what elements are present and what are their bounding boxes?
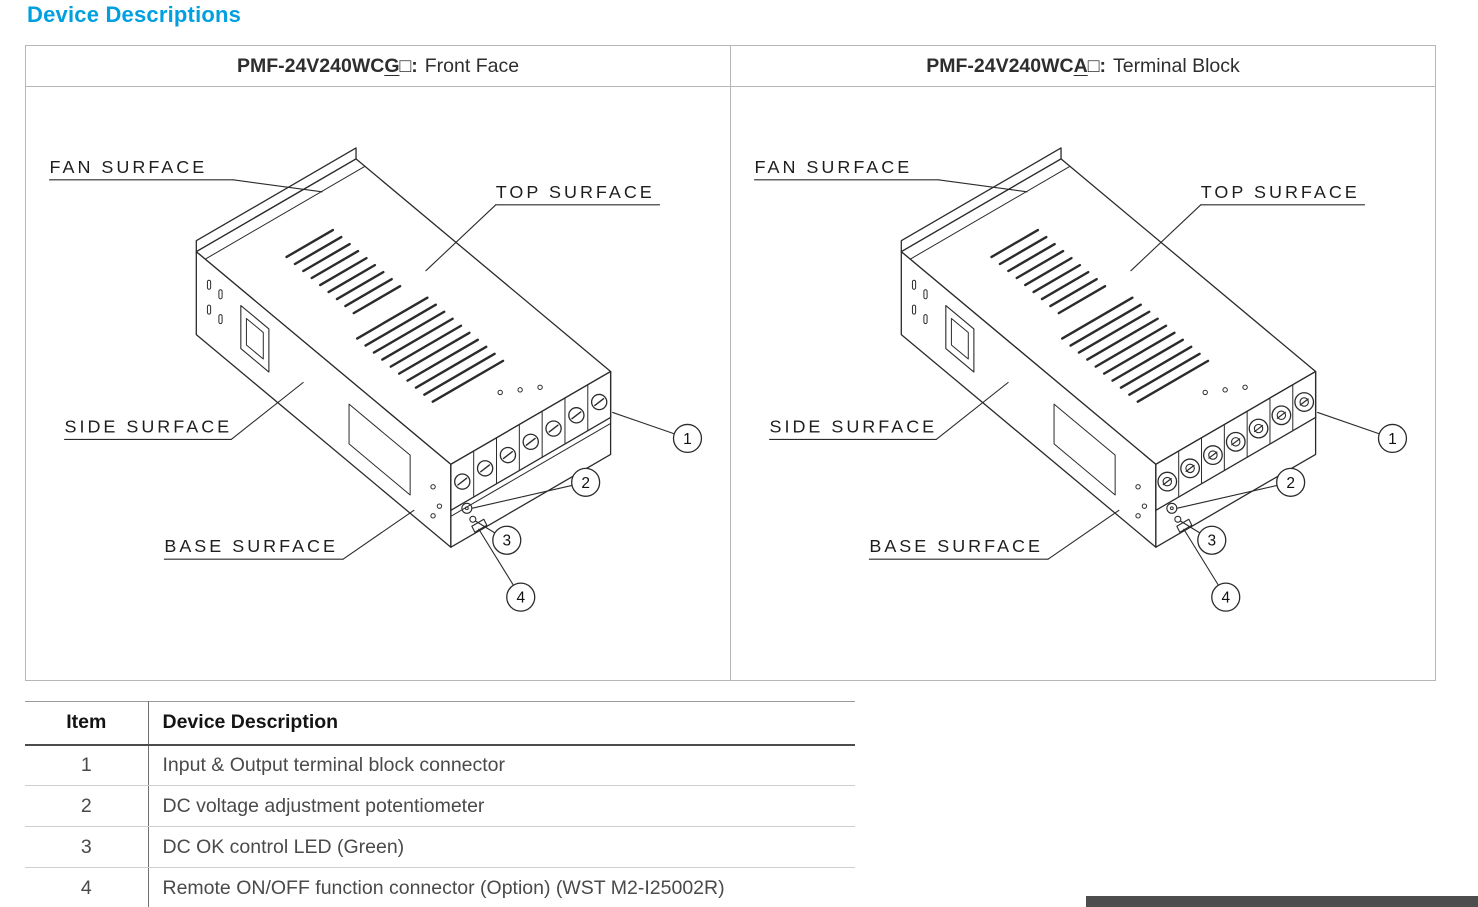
callout-3: 3	[1207, 533, 1216, 550]
table-header-row: Item Device Description	[25, 701, 855, 746]
item-description: DC voltage adjustment potentiometer	[148, 785, 855, 827]
callout-2: 2	[581, 475, 590, 492]
face-title-terminal-block: Terminal Block	[1112, 54, 1240, 77]
callout-1: 1	[1388, 431, 1397, 448]
model-variant-letter: A	[1073, 54, 1088, 77]
item-description: DC OK control LED (Green)	[148, 826, 855, 868]
table-row: 3 DC OK control LED (Green)	[25, 826, 855, 868]
item-number: 3	[25, 826, 149, 868]
isometric-drawing-front-face: 1 2 3 4 FAN SURFACE TOP SURFACE SIDE SURFACE BA…	[49, 147, 703, 612]
table-row: 2 DC voltage adjustment potentiometer	[25, 785, 855, 827]
panel-body-front-face: 1 2 3 4 FAN SURFACE TOP SURFACE SIDE SURFACE BA…	[26, 87, 730, 680]
item-description: Remote ON/OFF function connector (Option…	[148, 867, 855, 907]
callout-1: 1	[683, 431, 692, 448]
top-surface-label: TOP SURFACE	[1201, 182, 1360, 202]
device-figure: PMF-24V240WCG□: Front Face 1 2 3 4 FAN SURFA…	[25, 45, 1436, 681]
callout-4: 4	[1221, 590, 1230, 607]
item-number: 2	[25, 785, 149, 827]
model-variant-letter: G	[384, 54, 400, 77]
panel-body-terminal-block: 1 2 3 4 FAN SURFACE TOP SURFACE SIDE SURFACE BA…	[731, 87, 1435, 680]
column-header-item: Item	[25, 701, 149, 746]
isometric-drawing-terminal-block: 1 2 3 4 FAN SURFACE TOP SURFACE SIDE SURFACE BA…	[754, 147, 1408, 612]
base-surface-label: BASE SURFACE	[869, 536, 1043, 556]
base-surface-label: BASE SURFACE	[164, 536, 338, 556]
figure-panel-front-face: PMF-24V240WCG□: Front Face 1 2 3 4 FAN SURFA…	[26, 46, 730, 680]
callout-3: 3	[502, 533, 511, 550]
top-surface-label: TOP SURFACE	[496, 182, 655, 202]
panel-header-front-face: PMF-24V240WCG□: Front Face	[26, 46, 730, 87]
figure-panel-terminal-block: PMF-24V240WCA□: Terminal Block 1 2 3 4 FAN S…	[730, 46, 1435, 680]
device-description-table: Item Device Description 1 Input & Output…	[25, 701, 855, 907]
face-title-front-face: Front Face	[424, 54, 520, 77]
footer-bar	[1086, 896, 1478, 907]
callout-2: 2	[1286, 475, 1295, 492]
side-surface-label: SIDE SURFACE	[770, 416, 938, 436]
side-surface-label: SIDE SURFACE	[65, 416, 233, 436]
callout-4: 4	[516, 590, 525, 607]
model-name-terminal-block: PMF-24V240WCA□:	[926, 54, 1106, 77]
table-row: 1 Input & Output terminal block connecto…	[25, 744, 855, 786]
table-row: 4 Remote ON/OFF function connector (Opti…	[25, 867, 855, 907]
item-description: Input & Output terminal block connector	[148, 744, 855, 786]
column-header-description: Device Description	[148, 701, 855, 746]
model-box-symbol: □	[399, 54, 412, 77]
page-title: Device Descriptions	[27, 2, 242, 27]
model-box-symbol: □	[1087, 54, 1100, 77]
fan-surface-label: FAN SURFACE	[755, 157, 913, 177]
model-name-front-face: PMF-24V240WCG□:	[236, 54, 418, 77]
item-number: 1	[25, 744, 149, 786]
panel-header-terminal-block: PMF-24V240WCA□: Terminal Block	[731, 46, 1435, 87]
fan-surface-label: FAN SURFACE	[50, 157, 208, 177]
item-number: 4	[25, 867, 149, 907]
